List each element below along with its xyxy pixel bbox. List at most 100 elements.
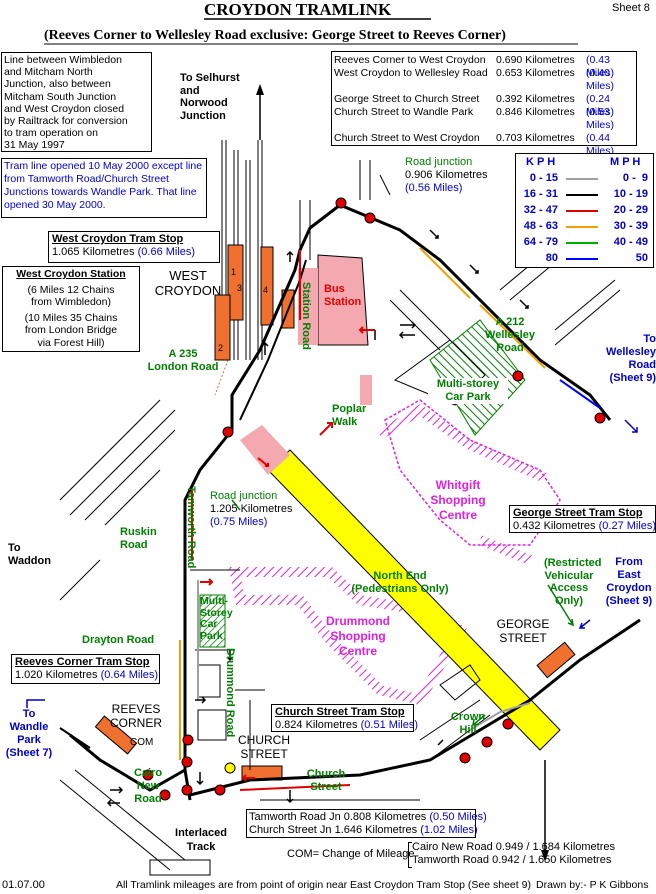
station-line: via Forest Hill)	[37, 336, 105, 349]
label-line: (Sheet 9)	[605, 595, 653, 607]
label-line: Park	[200, 629, 223, 642]
label-line: and	[180, 84, 200, 97]
label-drummond-centre: Drummond Shopping Centre	[318, 614, 398, 659]
distance-label: Church Street to West Croydon	[334, 132, 480, 144]
distance-km: 0.690 Kilometres	[496, 54, 575, 66]
closure-line: and Mitcham North	[4, 66, 93, 79]
stop-mi: (0.64 Miles)	[100, 669, 159, 681]
blue-arrows	[26, 419, 638, 708]
label-line: A 235	[168, 348, 198, 360]
label-line: Road	[628, 359, 656, 371]
george-street-stop-box: George Street Tram Stop 0.432 Kilometres…	[509, 505, 656, 533]
label-ruskin-road: Ruskin Road	[120, 526, 157, 552]
label-line: Whitgift	[435, 478, 481, 492]
label-line: Track	[186, 841, 216, 853]
from-east-croydon: From East Croydon (Sheet 9)	[602, 556, 656, 608]
mileage-bracket	[408, 842, 412, 868]
station-line: from London Bridge	[24, 324, 118, 336]
label-north-end: North End (Pedestrians Only)	[340, 570, 460, 596]
junction-mi: (0.56 Miles)	[405, 182, 463, 194]
car-park-area	[429, 319, 526, 436]
label-line: To	[8, 542, 21, 554]
tram-route-wandle	[69, 733, 186, 792]
label-line: Bus	[324, 283, 345, 295]
opening-note: Tram line opened 10 May 2000 except line…	[1, 158, 207, 218]
distance-label: George Street to Church Street	[334, 93, 480, 105]
label-line: London Road	[147, 361, 219, 373]
distance-mi: (0.24 Miles)	[586, 93, 614, 118]
label-line: Only)	[554, 594, 584, 607]
distance-mi: (0.43 Miles)	[586, 54, 614, 79]
label-line: North End	[373, 570, 427, 582]
label-line: STREET	[499, 631, 547, 645]
stop-mi: (0.51 Miles)	[360, 718, 419, 731]
label-line: Park	[17, 734, 41, 746]
stop-km: 1.065 Kilometres	[52, 246, 135, 258]
selhurst-arrowhead	[256, 84, 264, 95]
label-cairo-new-road: Cairo New Road	[128, 767, 168, 806]
label-line: Car	[200, 618, 218, 630]
legend-mph: 10 - 19	[613, 188, 648, 200]
label-com: COM	[130, 737, 154, 748]
junction-text: Tamworth Road Jn 0.808 Kilometres	[249, 811, 427, 823]
label-line: Car Park	[445, 391, 491, 403]
label-line: CORNER	[109, 716, 162, 730]
junction-mi: (1.02 Miles)	[420, 824, 478, 836]
closure-line: and West Croydon closed	[4, 102, 125, 115]
platforms	[214, 244, 295, 361]
label-line: Access	[549, 582, 589, 594]
footer-author: Drawn by:- P K Gibbons	[536, 879, 649, 891]
tamworth-mileage: Tamworth Road 0.942 / 1.650 Kilometres	[412, 854, 612, 866]
platform-number: 1	[231, 267, 237, 277]
stop-name: West Croydon Tram Stop	[52, 233, 184, 245]
label-line: Wandle	[9, 721, 49, 733]
to-wellesley-road: To Wellesley Road (Sheet 9)	[594, 333, 656, 385]
stop-km: 1.020 Kilometres	[15, 669, 98, 681]
label-car-park: Multi-storey Car Park	[428, 378, 508, 404]
stop-km: 0.824 Kilometres	[275, 718, 358, 731]
reeves-corner-stop-box: Reeves Corner Tram Stop 1.020 Kilometres…	[11, 654, 160, 684]
label-line: To	[643, 333, 656, 345]
label-line: Walk	[332, 416, 358, 428]
closure-line: 31 May 1997	[4, 139, 65, 152]
label-station-road: Station Road	[300, 282, 312, 350]
label-line: REEVES	[111, 702, 161, 716]
legend-kph: 16 - 31	[523, 188, 558, 200]
label-line: Road	[134, 793, 162, 805]
closure-line: Line between Wimbledon	[4, 54, 122, 66]
label-line: From	[615, 556, 643, 568]
label-line: CROYDON	[154, 283, 222, 298]
distance-label: West Croydon to Wellesley Road	[334, 67, 488, 79]
label-a212: A 212 Wellesley Road	[470, 316, 550, 355]
label-line: A 212	[495, 316, 525, 328]
label-line: (Restricted	[544, 557, 602, 569]
label-west-croydon: WEST CROYDON	[148, 268, 228, 298]
legend-line-swatch	[566, 210, 598, 212]
label-poplar-walk: Poplar Walk	[332, 403, 366, 429]
label-line: Wellesley	[606, 346, 656, 358]
legend-line-swatch	[566, 178, 598, 180]
stop-mi: (0.27 Miles)	[598, 519, 656, 532]
whitgift-area	[384, 399, 561, 546]
to-waddon: To Waddon	[8, 542, 51, 568]
label-line: Crown	[450, 711, 486, 723]
label-church-street: CHURCH STREET	[232, 733, 296, 761]
legend-mph: 0 - 9	[622, 172, 648, 184]
label-line: Multi-storey	[436, 378, 500, 390]
legend-line-swatch	[566, 258, 598, 260]
sheet-number: Sheet 8	[612, 2, 650, 14]
label-line: Centre	[338, 644, 377, 658]
label-line: Wellesley	[485, 329, 535, 341]
distance-row: Church Street to West Croydon 0.703 Kilo…	[334, 132, 634, 157]
label-line: Road	[120, 539, 148, 551]
closure-line: to tram operation on	[4, 127, 98, 140]
opening-line: Tram line opened 10 May 2000 except line	[4, 160, 203, 172]
junction-km: 0.906 Kilometres	[405, 169, 488, 181]
label-line: Centre	[438, 508, 477, 522]
junction-title: Road junction	[405, 156, 473, 168]
label-line: Norwood	[180, 97, 228, 109]
label-line: Drummond	[326, 614, 390, 628]
legend-mph-head: M P H	[610, 156, 641, 168]
station-title: West Croydon Station	[16, 268, 126, 280]
